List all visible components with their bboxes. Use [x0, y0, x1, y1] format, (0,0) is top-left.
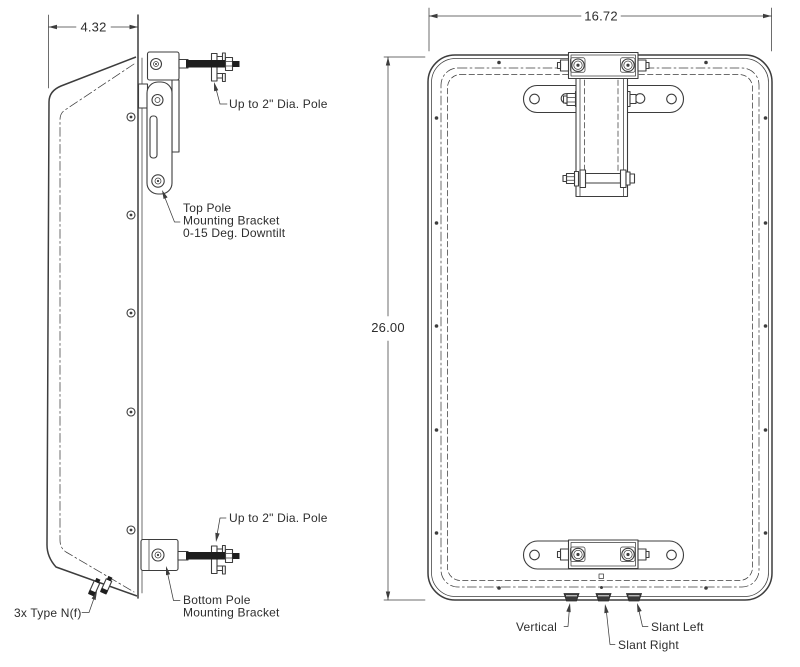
port-slant-right-text: Slant Right [618, 638, 679, 652]
block-screw [151, 548, 165, 562]
top-bracket-line1: Top Pole [183, 201, 231, 215]
clamp-block [140, 538, 179, 572]
screw [126, 407, 136, 417]
side-panel-centerline [59, 63, 135, 593]
port-vertical-text: Vertical [516, 620, 557, 634]
screw [126, 210, 136, 220]
port-vertical [563, 593, 580, 602]
clamp-bolt [177, 548, 240, 564]
top-bracket-line3: 0-15 Deg. Downtilt [183, 226, 286, 240]
drain-hole [600, 586, 603, 589]
connectors-text: 3x Type N(f) [14, 606, 82, 620]
rear-view [427, 51, 773, 602]
connector-stub [87, 577, 101, 597]
tilt-arm-slot [149, 115, 158, 159]
screw [126, 525, 136, 535]
label-port-slant-left: Slant Left [637, 603, 704, 634]
screw [126, 308, 136, 318]
top-bracket-line2: Mounting Bracket [183, 214, 280, 228]
port-slant-right [595, 593, 612, 602]
connector-stubs-side [87, 575, 113, 597]
bracket-step [137, 83, 149, 109]
dim-depth-text: 4.32 [80, 20, 106, 35]
top-clamp-text: Up to 2" Dia. Pole [229, 97, 328, 111]
bracket-plate [171, 79, 180, 153]
bottom-pole-bracket-side [140, 538, 240, 575]
connector-stub [99, 575, 113, 595]
port-slant-left [625, 593, 643, 602]
ground-lug [598, 573, 604, 579]
arm-lower-pivot [151, 174, 165, 188]
dim-height-text: 26.00 [371, 320, 405, 335]
bottom-bracket-line2: Mounting Bracket [183, 606, 280, 620]
dimension-width: 16.72 [428, 7, 772, 52]
rear-panel-edge-screws [434, 60, 768, 590]
top-pole-bracket-side [137, 51, 240, 195]
pivot-bolt [562, 169, 636, 189]
clamp-block [146, 51, 180, 81]
screw [126, 112, 136, 122]
bottom-bracket-line1: Bottom Pole [183, 593, 251, 607]
rf-ports [563, 593, 643, 602]
bottom-mounting-bracket-rear [522, 539, 685, 570]
port-slant-left-text: Slant Left [651, 620, 704, 634]
arm-pivot-screw [151, 93, 164, 107]
label-port-slant-right: Slant Right [604, 604, 679, 652]
clamp-block [556, 51, 650, 80]
side-panel-outline [46, 56, 138, 597]
label-top-clamp: Up to 2" Dia. Pole [214, 82, 328, 111]
dimension-depth: 4.32 [48, 14, 139, 89]
dim-width-text: 16.72 [584, 9, 618, 24]
label-top-bracket: Top Pole Mounting Bracket 0-15 Deg. Down… [162, 190, 286, 240]
side-view [46, 14, 240, 599]
block-screw [149, 57, 163, 71]
clamp-bolt [178, 56, 240, 72]
side-panel-screws [126, 112, 136, 535]
label-port-vertical: Vertical [516, 603, 571, 634]
clamp-block [556, 539, 650, 570]
pole-saddle-clamp [210, 544, 226, 575]
top-mounting-bracket-rear [522, 51, 685, 198]
label-bottom-clamp: Up to 2" Dia. Pole [215, 511, 328, 542]
label-connectors: 3x Type N(f) [14, 591, 97, 620]
tilt-arm [146, 81, 173, 195]
label-bottom-bracket: Bottom Pole Mounting Bracket [166, 566, 280, 620]
dimension-height: 26.00 [371, 56, 426, 601]
bottom-clamp-text: Up to 2" Dia. Pole [229, 511, 328, 525]
